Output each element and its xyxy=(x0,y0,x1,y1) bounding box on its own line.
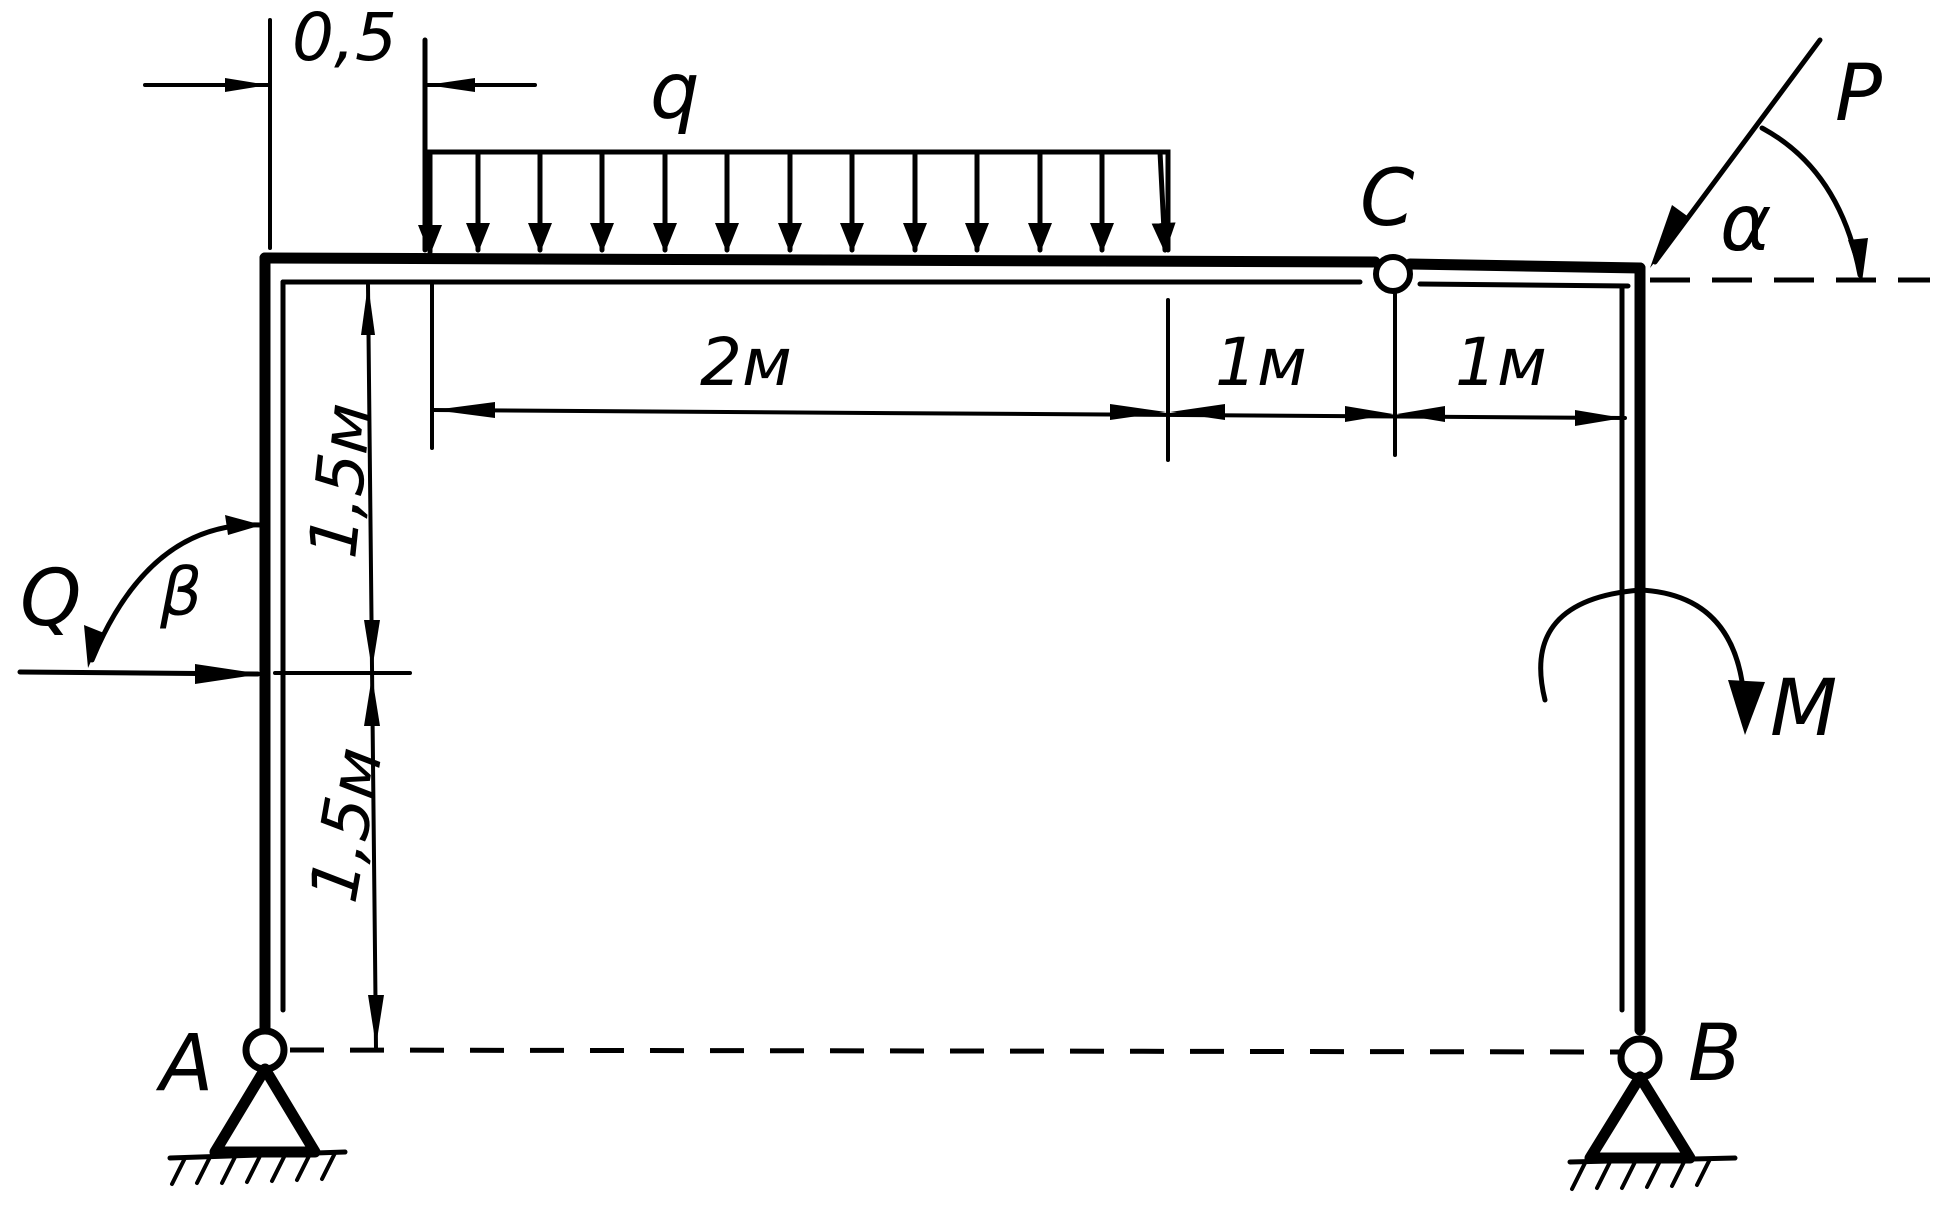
moment-m-label: M xyxy=(1770,664,1837,754)
force-q xyxy=(17,515,265,684)
support-b xyxy=(1567,1035,1738,1191)
angle-beta-label: β xyxy=(159,554,202,631)
moment-m xyxy=(1538,587,1765,735)
point-c-label: C xyxy=(1360,154,1415,244)
baseline-dashed xyxy=(289,1047,1621,1055)
point-b-label: B xyxy=(1688,1009,1742,1099)
span-mid-label: 1м xyxy=(1215,324,1307,401)
beam-right-segment xyxy=(1404,258,1646,274)
span-right-label: 1м xyxy=(1455,324,1547,401)
load-q-label: q xyxy=(650,47,700,137)
hinge-c xyxy=(1373,254,1413,294)
distributed-load-q xyxy=(418,37,1176,255)
force-p xyxy=(1650,37,1930,283)
ground-hatch-b xyxy=(1570,1157,1712,1191)
ground-hatch-a xyxy=(170,1151,337,1186)
pin-a xyxy=(242,1027,288,1073)
dimension-line-horizontal xyxy=(430,280,1627,462)
support-a xyxy=(167,1027,348,1186)
angle-alpha-label: α xyxy=(1720,179,1771,269)
height-upper-label: 1,5м xyxy=(294,400,387,562)
beam-right-inner xyxy=(1417,281,1631,289)
offset-label: 0,5 xyxy=(292,0,397,76)
point-a-label: A xyxy=(155,1019,213,1109)
frame xyxy=(259,252,1646,1036)
pin-b xyxy=(1617,1035,1663,1081)
height-lower-label: 1,5м xyxy=(295,742,398,908)
dimension-offset xyxy=(143,18,537,250)
span-q-label: 2м xyxy=(700,324,792,401)
angle-alpha-arc xyxy=(1759,125,1863,278)
force-p-label: P xyxy=(1835,49,1882,139)
force-q-label: Q xyxy=(20,554,81,644)
top-beam xyxy=(259,252,1381,268)
moment-arc xyxy=(1538,587,1748,723)
dimension-line-vertical xyxy=(273,283,412,1050)
